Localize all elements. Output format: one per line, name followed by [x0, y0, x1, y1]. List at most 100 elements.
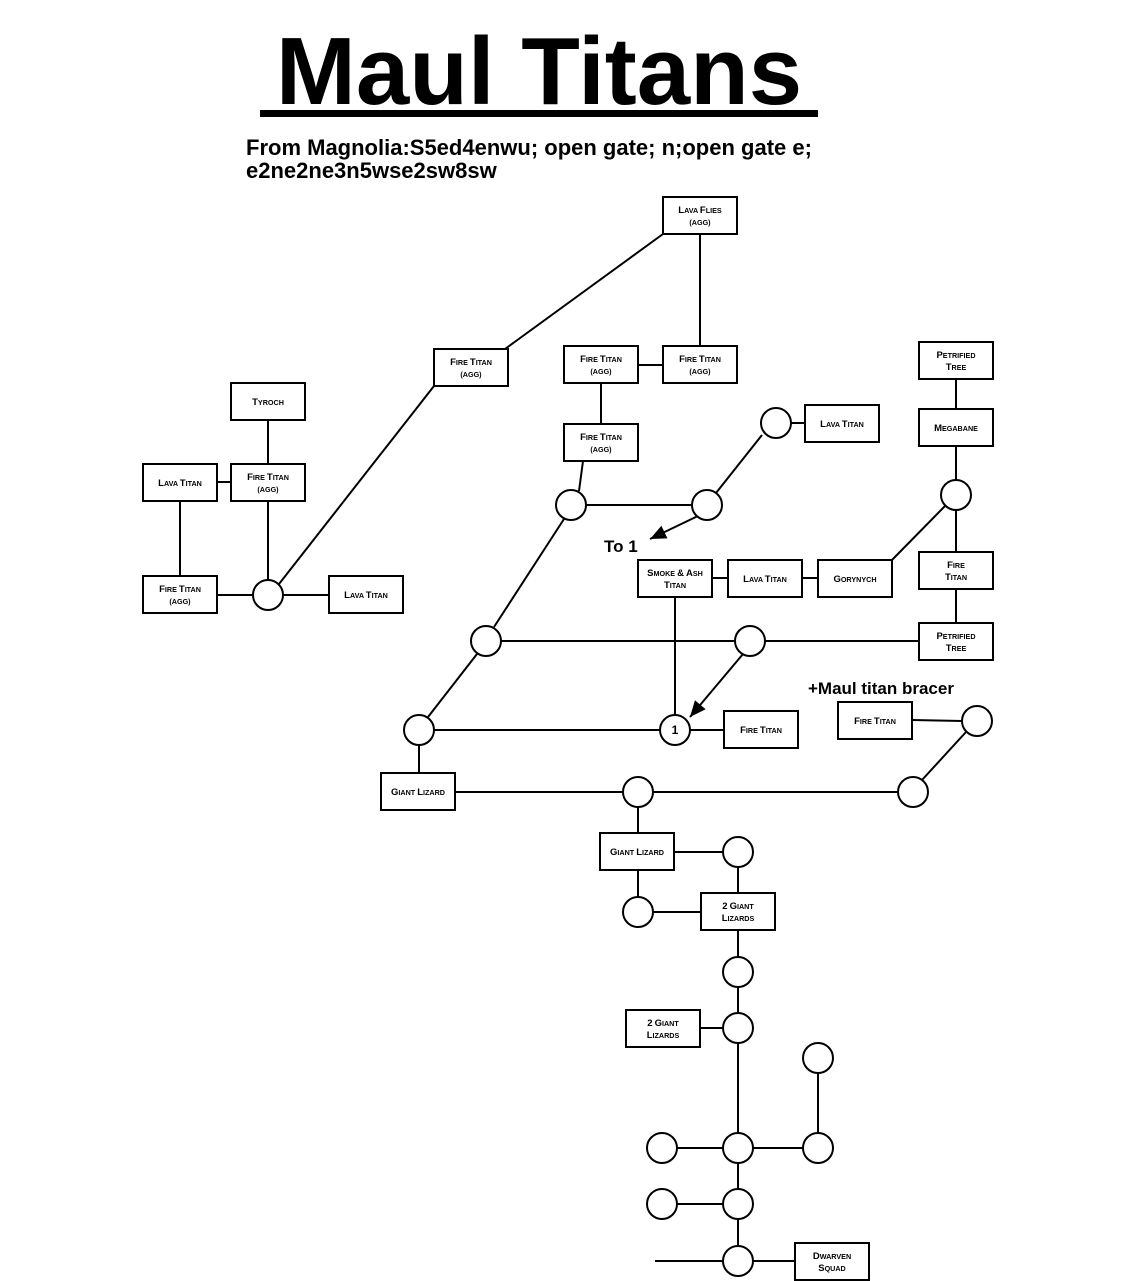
monster-box-frame — [794, 1242, 870, 1281]
room-node — [802, 1132, 834, 1164]
monster-box-label: TITAN — [664, 580, 686, 591]
monster-box-frame — [599, 832, 675, 871]
monster-box-label: DWARVEN — [813, 1251, 851, 1262]
monster-box-label: SMOKE & ASH — [647, 568, 703, 579]
monster-box-label: LAVA FLIES — [678, 205, 722, 216]
monster-box-frame — [700, 892, 776, 931]
directions-line-1: From Magnolia:S5ed4enwu; open gate; n;op… — [246, 135, 812, 160]
monster-box-label: FIRE TITAN — [740, 725, 782, 736]
map-path — [578, 460, 584, 492]
monster-box-lava-titan-upper-right: LAVA TITAN — [804, 404, 880, 443]
monster-box-megabane: MEGABANE — [918, 408, 994, 447]
monster-box-fire-titan-bracer: FIRE TITAN — [837, 701, 913, 740]
room-node — [555, 489, 587, 521]
monster-box-frame — [230, 463, 306, 502]
map-path — [493, 518, 565, 628]
room-node — [403, 714, 435, 746]
monster-box-label: LAVA TITAN — [344, 590, 388, 601]
room-node — [691, 489, 723, 521]
room-node — [760, 407, 792, 439]
monster-box-label: LIZARDS — [647, 1030, 680, 1041]
monster-box-frame — [563, 345, 639, 384]
monster-box-label: (AGG) — [460, 370, 482, 379]
monster-box-label: FIRE TITAN — [247, 472, 289, 483]
monster-box-frame — [723, 710, 799, 749]
monster-box-label: TYROCH — [252, 397, 284, 408]
monster-box-label: GIANT LIZARD — [391, 787, 445, 798]
arrowhead-icon — [690, 700, 706, 717]
monster-box-fire-titan-top-mid: FIRE TITAN(AGG) — [563, 345, 639, 384]
room-node — [622, 776, 654, 808]
monster-box-frame — [625, 1009, 701, 1048]
title-underline — [260, 110, 818, 117]
monster-box-frame — [918, 341, 994, 380]
monster-box-label: (AGG) — [257, 485, 279, 494]
monster-box-fire-titan-room-one: FIRE TITAN — [723, 710, 799, 749]
bracer-note: +Maul titan bracer — [808, 679, 954, 698]
monster-box-label: FIRE TITAN — [450, 357, 492, 368]
monster-box-fire-titan-top-right: FIRE TITAN (AGG) — [662, 345, 738, 384]
monster-box-label: LIZARDS — [722, 913, 755, 924]
monster-box-frame — [837, 701, 913, 740]
monster-box-label: (AGG) — [689, 367, 711, 376]
page-title: Maul Titans — [276, 18, 802, 125]
monster-box-label: GORYNYCH — [833, 574, 876, 585]
room-node — [722, 1012, 754, 1044]
monster-box-label: (AGG) — [689, 218, 711, 227]
monster-box-frame — [637, 559, 713, 598]
room-node — [622, 896, 654, 928]
monster-box-label: PETRIFIED — [936, 350, 975, 361]
monster-box-fire-titan-bottom-left: FIRE TITAN(AGG) — [142, 575, 218, 614]
room-node — [722, 956, 754, 988]
monster-box-lava-titan-left: LAVA TITAN — [142, 463, 218, 502]
monster-box-frame — [433, 348, 509, 387]
monster-box-lava-titan-left-bottom: LAVA TITAN — [328, 575, 404, 614]
monster-box-label: PETRIFIED — [936, 631, 975, 642]
map-path — [921, 731, 967, 781]
monster-box-frame — [328, 575, 404, 614]
monster-box-frame — [918, 408, 994, 447]
monster-box-frame — [804, 404, 880, 443]
room-node — [897, 776, 929, 808]
monster-box-fire-titan-mid: FIRE TITAN(AGG) — [563, 423, 639, 462]
room-node — [722, 1188, 754, 1220]
monster-box-frame — [380, 772, 456, 811]
monster-box-label: (AGG) — [590, 445, 612, 454]
to-one-label: To 1 — [604, 537, 638, 556]
map-path — [278, 385, 435, 585]
room-node — [722, 1132, 754, 1164]
map-path — [715, 434, 763, 494]
room-node — [646, 1132, 678, 1164]
monster-box-giant-lizard-mid: GIANT LIZARD — [599, 832, 675, 871]
monster-box-label: 2 GIANT — [647, 1018, 679, 1029]
monster-box-frame — [142, 575, 218, 614]
monster-box-frame — [727, 559, 803, 598]
room-node — [646, 1188, 678, 1220]
room-node — [252, 579, 284, 611]
monster-box-label: FIRE TITAN — [854, 716, 896, 727]
monster-box-label: (AGG) — [590, 367, 612, 376]
map-path — [891, 505, 946, 561]
monster-box-label: FIRE TITAN — [679, 354, 721, 365]
monster-box-label: TREE — [946, 362, 967, 373]
room-node — [722, 836, 754, 868]
monster-box-frame — [662, 196, 738, 235]
map-rooms: 1 — [252, 407, 993, 1277]
monster-box-label: MEGABANE — [934, 423, 978, 434]
monster-box-label: SQUAD — [818, 1263, 846, 1274]
monster-box-gorynych: GORYNYCH — [817, 559, 893, 598]
room-one-label: 1 — [672, 723, 679, 737]
monster-box-label: LAVA TITAN — [158, 478, 202, 489]
monster-box-label: FIRE — [947, 560, 965, 571]
monster-box-label: GIANT LIZARD — [610, 847, 664, 858]
monster-box-label: TITAN — [945, 572, 967, 583]
map-path — [911, 719, 963, 722]
